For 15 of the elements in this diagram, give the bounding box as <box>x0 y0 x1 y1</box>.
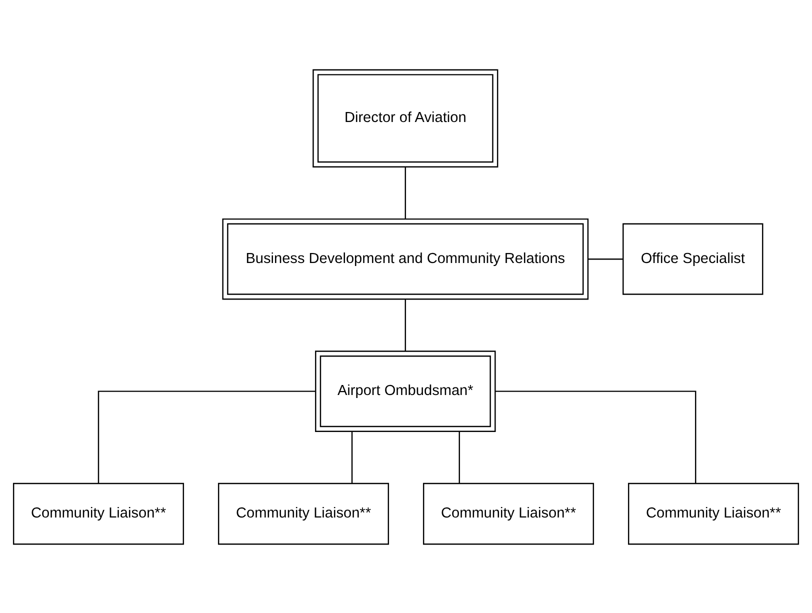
node-box: Airport Ombudsman* <box>315 350 496 432</box>
node-box: Community Liaison** <box>628 482 800 544</box>
connector <box>351 430 353 483</box>
connector <box>458 430 460 483</box>
connector <box>98 390 316 483</box>
node-box: Director of Aviation <box>312 68 498 167</box>
connector <box>588 258 623 260</box>
node-box: Community Liaison** <box>422 482 594 544</box>
connector <box>495 390 696 483</box>
node-box: Community Liaison** <box>12 482 184 544</box>
connector <box>404 298 406 351</box>
node-box: Office Specialist <box>622 222 764 294</box>
node-box: Business Development and Community Relations <box>222 218 589 300</box>
node-box: Community Liaison** <box>218 482 390 544</box>
connector <box>404 166 406 218</box>
